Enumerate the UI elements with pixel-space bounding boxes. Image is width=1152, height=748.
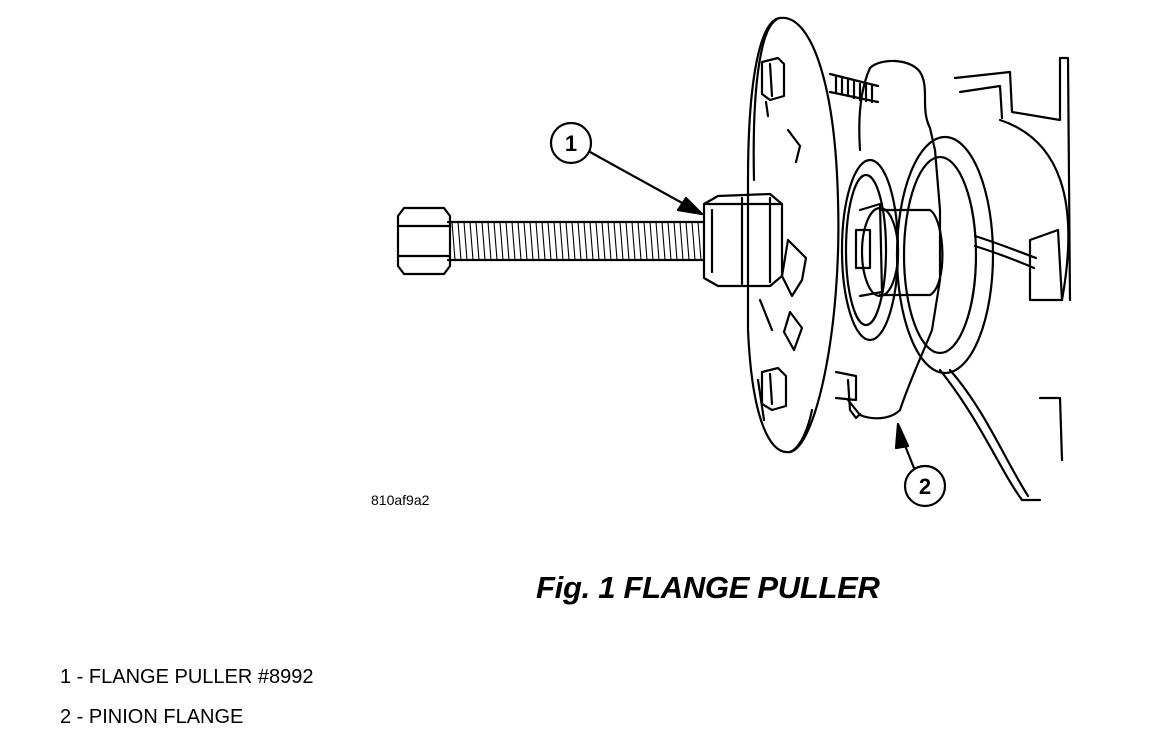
differential-housing	[938, 56, 1072, 502]
legend-item-flange-puller: 1 - FLANGE PULLER #8992	[60, 666, 314, 688]
image-code-label: 810af9a2	[371, 492, 430, 508]
flange-puller	[396, 16, 840, 454]
puller-studs	[828, 72, 880, 402]
callout-1	[549, 121, 704, 216]
callout-1-number: 1	[565, 131, 577, 156]
callout-2-number: 2	[919, 474, 931, 499]
flange-puller-illustration: 1 2	[396, 16, 1072, 508]
callout-2	[894, 422, 947, 508]
legend: 1 - FLANGE PULLER #8992 2 - PINION FLANG…	[60, 664, 313, 744]
figure-title: Fig. 1 FLANGE PULLER	[536, 570, 880, 605]
pinion-flange	[840, 59, 995, 420]
legend-item-pinion-flange: 2 - PINION FLANGE	[60, 706, 244, 728]
